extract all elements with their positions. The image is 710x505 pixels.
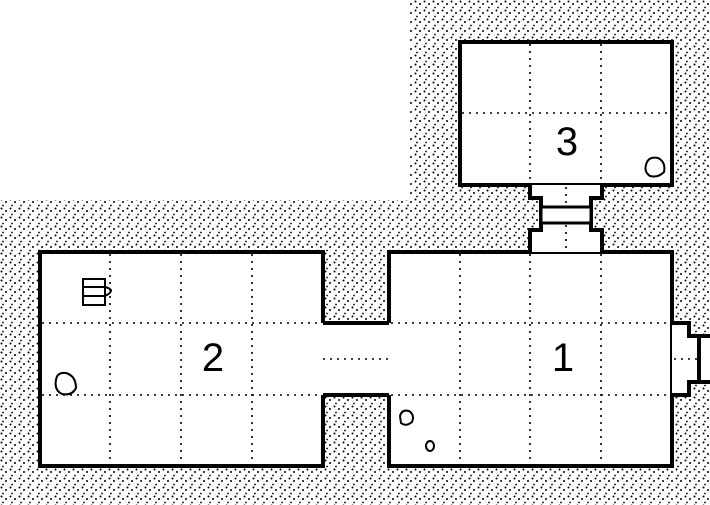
barrel-icon xyxy=(82,278,112,306)
boulder-icon xyxy=(644,156,666,178)
north-door xyxy=(539,205,593,225)
corridor-north xyxy=(528,185,604,252)
corridor-east xyxy=(672,321,710,397)
room-3-label: 3 xyxy=(556,120,578,164)
rubble-icon xyxy=(398,409,435,452)
boulder-icon xyxy=(54,371,78,396)
room-2-label: 2 xyxy=(202,336,224,380)
corridor-west xyxy=(318,321,394,397)
room-1-label: 1 xyxy=(552,336,574,380)
